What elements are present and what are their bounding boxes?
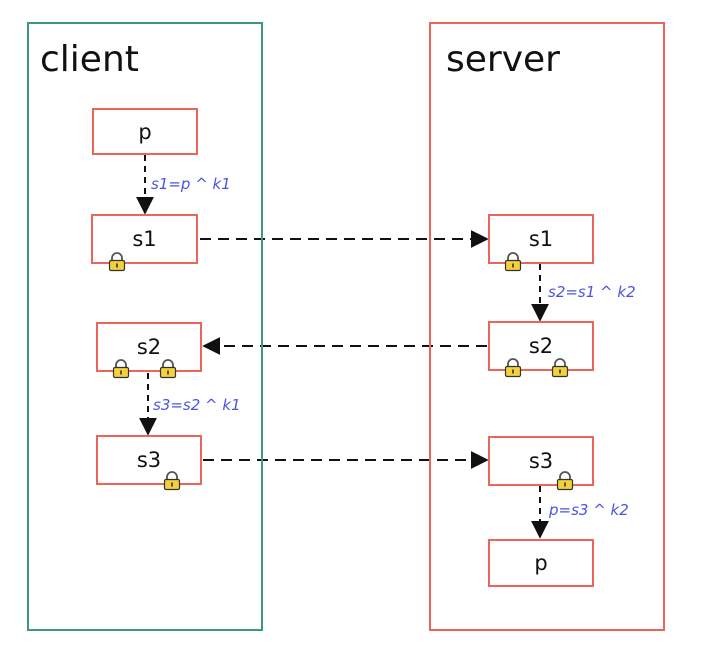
padlock-icon <box>504 252 522 272</box>
padlock-icon <box>163 471 181 491</box>
client-node-s3: s3 <box>96 435 202 485</box>
padlock-icon <box>108 252 126 272</box>
padlock-icon <box>112 359 130 379</box>
server-panel <box>429 22 665 631</box>
client-label-s2-to-s3: s3=s2 ^ k1 <box>153 396 241 414</box>
padlock-icon <box>556 471 574 491</box>
server-title: server <box>446 39 560 80</box>
server-label-s1-to-s2: s2=s1 ^ k2 <box>548 283 636 301</box>
server-node-p: p <box>488 539 594 587</box>
padlock-icon <box>551 358 569 378</box>
client-label-p-to-s1: s1=p ^ k1 <box>151 175 231 193</box>
padlock-icon <box>504 358 522 378</box>
server-node-s1: s1 <box>488 214 594 264</box>
client-title: client <box>40 39 139 80</box>
client-panel <box>27 22 263 631</box>
server-label-s3-to-p: p=s3 ^ k2 <box>549 501 629 519</box>
client-node-s1: s1 <box>91 214 198 264</box>
client-node-s2: s2 <box>96 322 202 372</box>
server-node-s3: s3 <box>488 436 594 486</box>
server-node-s2: s2 <box>488 321 594 371</box>
padlock-icon <box>159 359 177 379</box>
client-node-p: p <box>92 108 198 155</box>
